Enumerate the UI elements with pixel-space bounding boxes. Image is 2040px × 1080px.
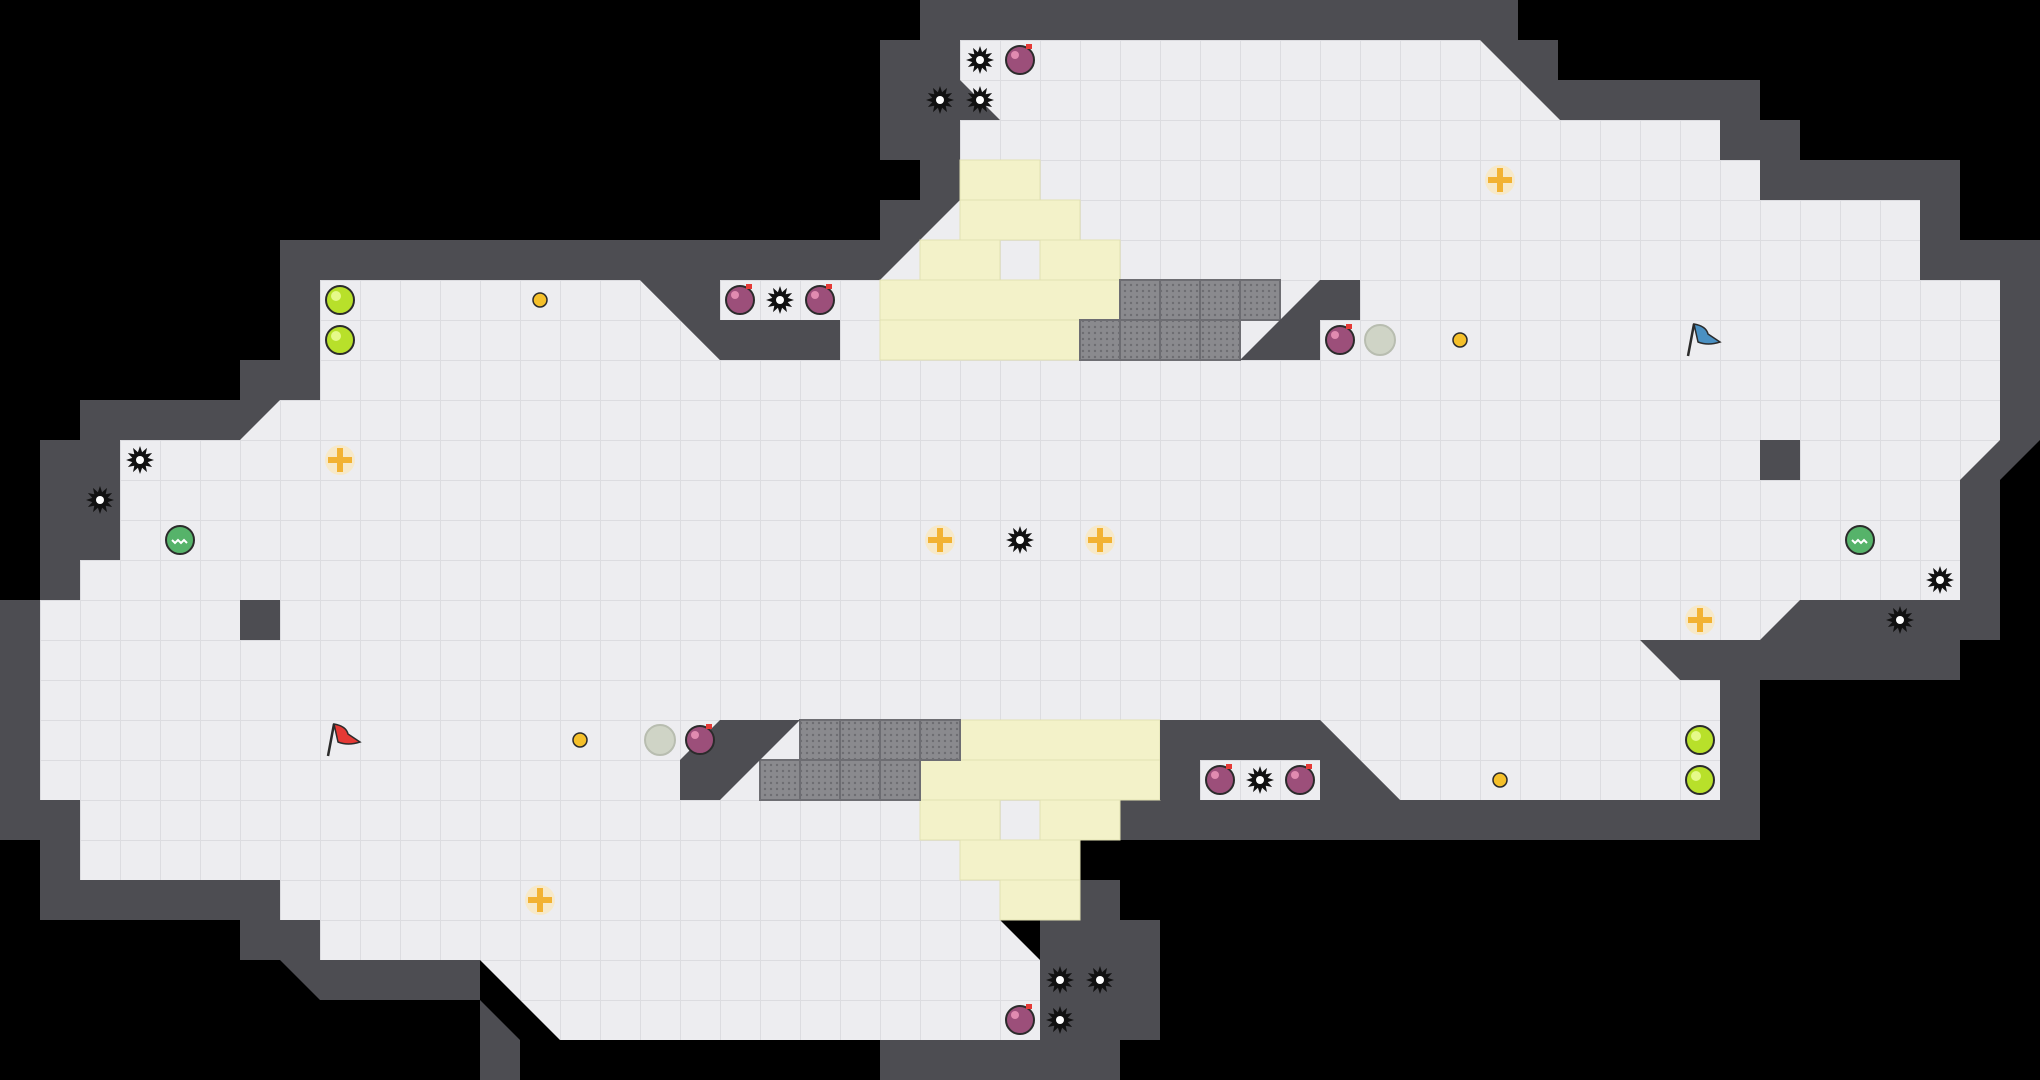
spike-mine-icon (966, 86, 994, 114)
spike-mine-icon (966, 46, 994, 74)
bomb-icon (1325, 324, 1355, 355)
boost-pad-icon (1685, 605, 1715, 635)
neutral-gate-icon (1364, 324, 1396, 356)
bomb-icon (1285, 764, 1315, 795)
spike-mine-icon (1006, 526, 1034, 554)
spike-mine-icon (926, 86, 954, 114)
metal-blocks-bottom (759, 719, 961, 801)
coin-icon (1452, 332, 1468, 348)
boost-pad-icon (925, 525, 955, 555)
bomb-icon (805, 284, 835, 315)
boost-pad-icon (1085, 525, 1115, 555)
spike-mine-icon (126, 446, 154, 474)
bomb-icon (685, 724, 715, 755)
bomb-icon (1205, 764, 1235, 795)
boost-pad-icon (1485, 165, 1515, 195)
portal-icon (165, 525, 195, 555)
coin-icon (1492, 772, 1508, 788)
yellow-zone-top (879, 159, 1121, 361)
portal-icon (1845, 525, 1875, 555)
boost-pad-icon (525, 885, 555, 915)
bomb-icon (1005, 44, 1035, 75)
coin-icon (572, 732, 588, 748)
powerup-orb-icon (325, 285, 355, 315)
powerup-orb-icon (1685, 765, 1715, 795)
spike-mine-icon (1046, 966, 1074, 994)
red-flag-icon (326, 723, 362, 757)
spike-mine-icon (1886, 606, 1914, 634)
spike-mine-icon (86, 486, 114, 514)
bomb-icon (725, 284, 755, 315)
coin-icon (532, 292, 548, 308)
boost-pad-icon (325, 445, 355, 475)
blue-flag-icon (1686, 323, 1722, 357)
powerup-orb-icon (1685, 725, 1715, 755)
neutral-gate-icon (644, 724, 676, 756)
spike-mine-icon (1046, 1006, 1074, 1034)
yellow-zone-bottom (919, 719, 1161, 921)
powerup-orb-icon (325, 325, 355, 355)
metal-blocks-top (1079, 279, 1281, 361)
spike-mine-icon (1086, 966, 1114, 994)
spike-mine-icon (766, 286, 794, 314)
spike-mine-icon (1246, 766, 1274, 794)
bomb-icon (1005, 1004, 1035, 1035)
spike-mine-icon (1926, 566, 1954, 594)
